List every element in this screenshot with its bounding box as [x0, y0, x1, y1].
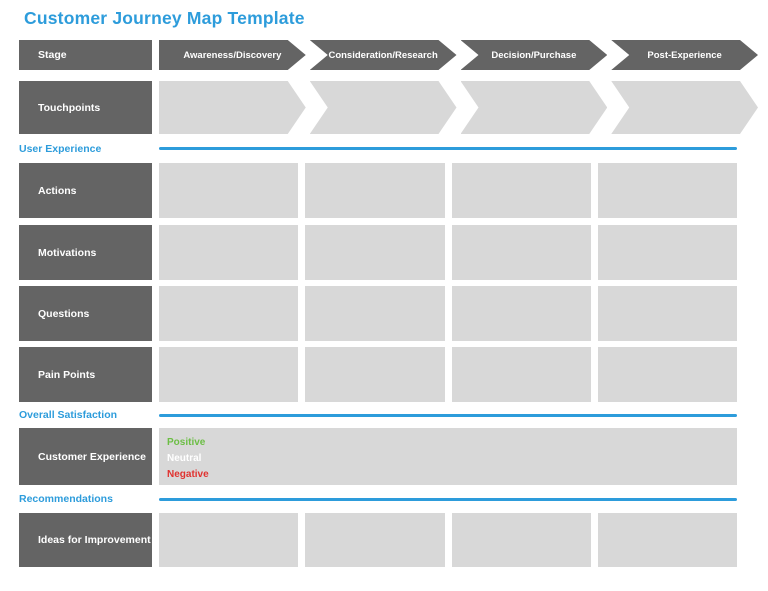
stage-arrow-label: Post-Experience	[647, 49, 722, 61]
row-label-motivations: Motivations	[19, 225, 152, 280]
actions-cell-decision[interactable]	[451, 163, 591, 218]
pain-points-cell-consideration[interactable]	[305, 347, 445, 402]
actions-cells	[159, 163, 737, 218]
motivations-cell-post-experience[interactable]	[597, 225, 737, 280]
stage-arrow-post-experience: Post-Experience	[611, 40, 758, 70]
touchpoints-arrows	[159, 81, 758, 134]
actions-row: Actions	[19, 163, 768, 218]
questions-cell-awareness[interactable]	[159, 286, 299, 341]
questions-cells	[159, 286, 737, 341]
touchpoints-cell-awareness[interactable]	[159, 81, 306, 134]
questions-cell-post-experience[interactable]	[597, 286, 737, 341]
stage-arrow-consideration: Consideration/Research	[310, 40, 457, 70]
legend-positive: Positive	[167, 437, 206, 448]
section-label-recommendations: Recommendations	[19, 493, 113, 505]
ideas-cell-post-experience[interactable]	[597, 513, 737, 567]
pain-points-cell-post-experience[interactable]	[597, 347, 737, 402]
stage-arrows: Awareness/Discovery Consideration/Resear…	[159, 40, 758, 70]
section-label-overall-satisfaction: Overall Satisfaction	[19, 409, 118, 421]
pain-points-cell-awareness[interactable]	[159, 347, 299, 402]
page-title: Customer Journey Map Template	[24, 8, 305, 28]
customer-experience-row: Customer Experience Positive Neutral Neg…	[19, 428, 768, 485]
row-label-stage: Stage	[19, 40, 152, 70]
stage-arrow-label: Decision/Purchase	[491, 49, 577, 61]
customer-journey-map: Customer Journey Map Template Stage Awar…	[19, 8, 768, 567]
motivations-cell-decision[interactable]	[451, 225, 591, 280]
touchpoints-cell-consideration[interactable]	[310, 81, 457, 134]
pain-points-cells	[159, 347, 737, 402]
stage-arrow-awareness: Awareness/Discovery	[159, 40, 306, 70]
legend-neutral: Neutral	[167, 453, 202, 464]
ideas-row: Ideas for Improvement	[19, 513, 768, 567]
motivations-cell-awareness[interactable]	[159, 225, 299, 280]
section-label-user-experience: User Experience	[19, 142, 102, 155]
pain-points-cell-decision[interactable]	[451, 347, 591, 402]
stage-arrow-decision: Decision/Purchase	[461, 40, 608, 70]
row-label-touchpoints: Touchpoints	[19, 81, 152, 134]
actions-cell-post-experience[interactable]	[597, 163, 737, 218]
motivations-row: Motivations	[19, 225, 768, 280]
questions-cell-decision[interactable]	[451, 286, 591, 341]
pain-points-row: Pain Points	[19, 347, 768, 402]
questions-cell-consideration[interactable]	[305, 286, 445, 341]
legend-negative: Negative	[167, 469, 209, 480]
section-divider	[159, 147, 737, 150]
customer-experience-cell[interactable]: Positive Neutral Negative	[159, 428, 737, 485]
section-head-user-experience: User Experience	[19, 134, 768, 163]
touchpoints-row: Touchpoints	[19, 81, 768, 134]
row-label-ideas: Ideas for Improvement	[19, 513, 152, 567]
motivations-cell-consideration[interactable]	[305, 225, 445, 280]
stage-arrow-label: Awareness/Discovery	[183, 49, 282, 61]
row-label-customer-experience: Customer Experience	[19, 428, 152, 485]
actions-cell-consideration[interactable]	[305, 163, 445, 218]
section-head-overall-satisfaction: Overall Satisfaction	[19, 402, 768, 428]
questions-row: Questions	[19, 286, 768, 341]
ideas-cell-awareness[interactable]	[159, 513, 299, 567]
touchpoints-cell-post-experience[interactable]	[611, 81, 758, 134]
row-label-pain-points: Pain Points	[19, 347, 152, 402]
motivations-cells	[159, 225, 737, 280]
ideas-cell-decision[interactable]	[451, 513, 591, 567]
actions-cell-awareness[interactable]	[159, 163, 299, 218]
section-head-recommendations: Recommendations	[19, 485, 768, 513]
ideas-cells	[159, 513, 737, 567]
row-label-actions: Actions	[19, 163, 152, 218]
ideas-cell-consideration[interactable]	[305, 513, 445, 567]
section-divider	[159, 413, 737, 417]
row-label-questions: Questions	[19, 286, 152, 341]
touchpoints-cell-decision[interactable]	[461, 81, 608, 134]
section-divider	[159, 497, 737, 501]
stage-row: Stage Awareness/Discovery Consideration/…	[19, 40, 768, 70]
stage-arrow-label: Consideration/Research	[328, 49, 438, 61]
